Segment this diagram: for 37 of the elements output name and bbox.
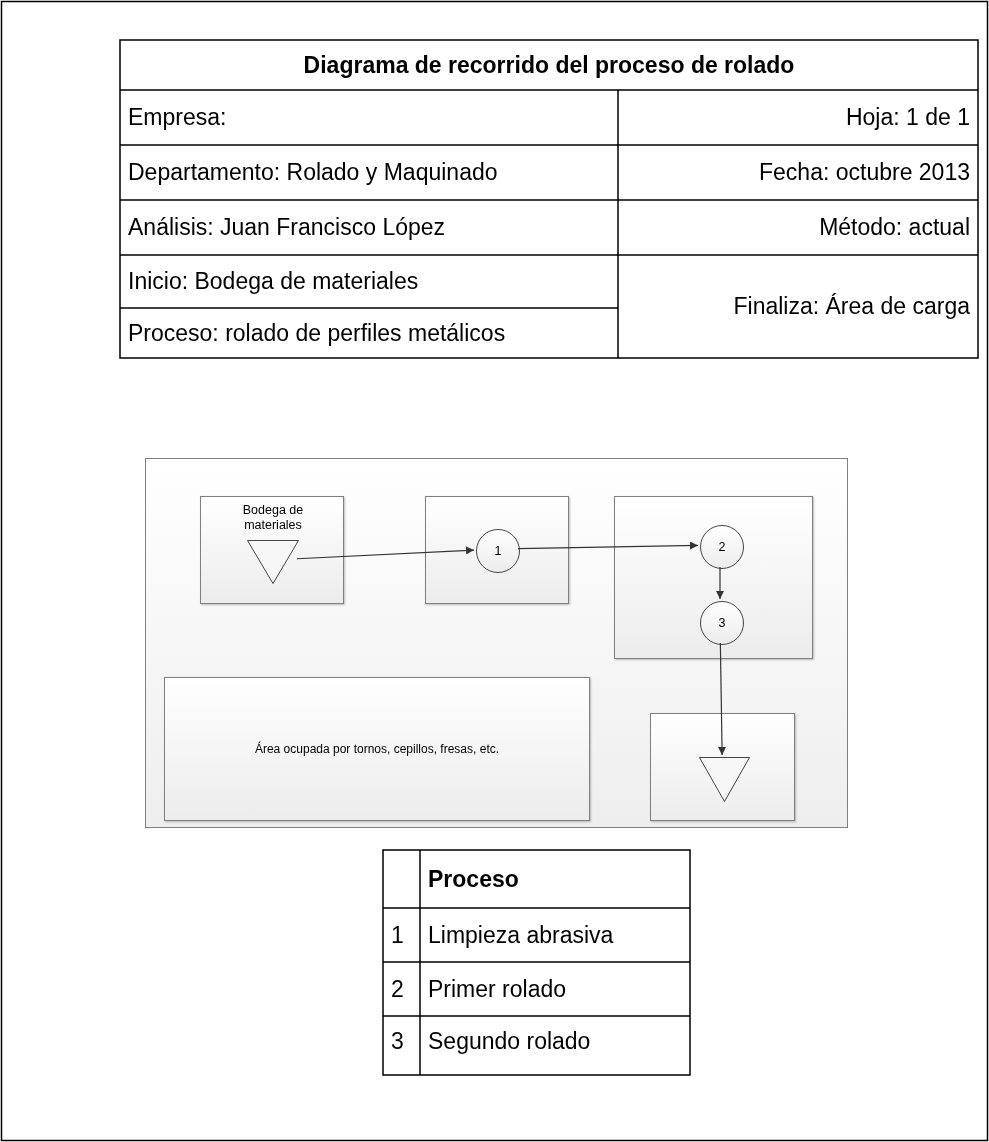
operation-circle bbox=[700, 525, 744, 569]
flow-arrow bbox=[517, 541, 699, 550]
header-cell-text: Departamento: Rolado y Maquinado bbox=[127, 158, 499, 187]
header-cell-text: Proceso: rolado de perfiles metálicos bbox=[127, 318, 507, 348]
column-header: Proceso bbox=[427, 864, 520, 894]
table-cell-text: 1 bbox=[390, 920, 405, 950]
work-area bbox=[650, 713, 795, 821]
table-cell-text: 3 bbox=[390, 1026, 405, 1056]
table-cell-text: Limpieza abrasiva bbox=[427, 920, 615, 950]
header-cell-text: Inicio: Bodega de materiales bbox=[127, 267, 420, 296]
header-cell-text: Empresa: bbox=[127, 103, 228, 132]
header-cell-text: Finaliza: Área de carga bbox=[732, 292, 971, 321]
flow-arrow bbox=[296, 546, 475, 560]
floor-plan-panel bbox=[145, 458, 848, 828]
node-label: Área ocupada por tornos, cepillos, fresas, etc. bbox=[253, 741, 501, 757]
table-title: Diagrama de recorrido del proceso de rolado bbox=[302, 50, 796, 80]
header-cell-text: Hoja: 1 de 1 bbox=[844, 103, 971, 132]
work-area bbox=[425, 496, 569, 604]
table-cell-text: Segundo rolado bbox=[427, 1026, 592, 1056]
operation-circle bbox=[476, 529, 520, 573]
node-label: 3 bbox=[717, 615, 727, 631]
work-area bbox=[614, 496, 813, 659]
operation-circle bbox=[700, 601, 744, 645]
table-cell-text: 2 bbox=[390, 974, 405, 1004]
node-label: 1 bbox=[493, 543, 503, 559]
header-cell-text: Método: actual bbox=[818, 213, 971, 242]
header-cell-text: Análisis: Juan Francisco López bbox=[127, 213, 447, 242]
storage-triangle bbox=[699, 757, 750, 802]
machine-area bbox=[164, 677, 590, 821]
work-area bbox=[200, 496, 344, 604]
table-cell-text: Primer rolado bbox=[427, 974, 568, 1004]
node-label: Bodega de materiales bbox=[241, 503, 305, 533]
flow-arrow bbox=[716, 566, 724, 600]
flow-arrow bbox=[718, 642, 726, 756]
storage-triangle bbox=[247, 540, 299, 584]
header-cell-text: Fecha: octubre 2013 bbox=[758, 158, 971, 187]
node-label: 2 bbox=[717, 539, 727, 555]
